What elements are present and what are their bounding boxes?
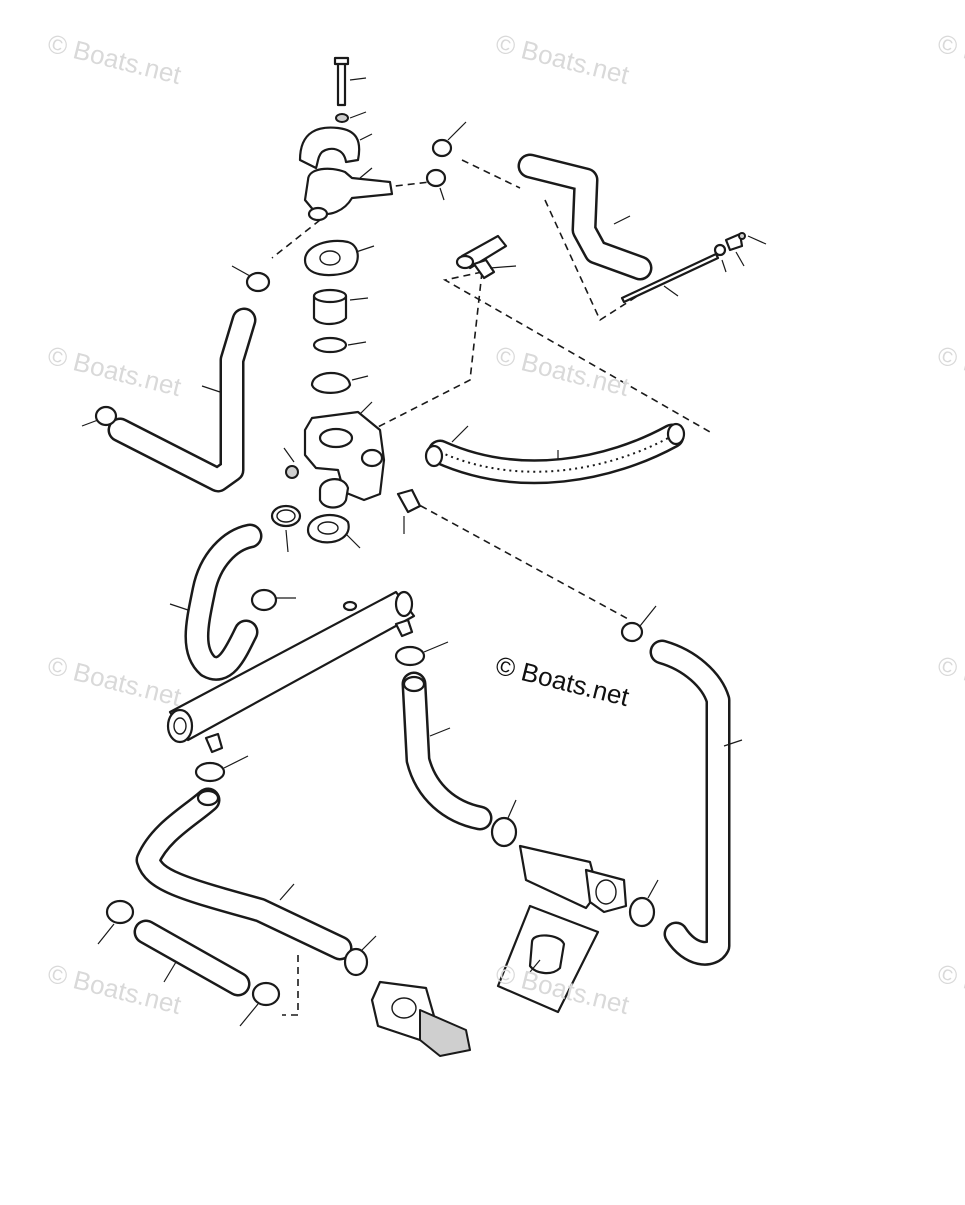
hose-upper-left (107, 307, 257, 493)
kit-packet (496, 904, 600, 1014)
hose-clamp (239, 981, 281, 1027)
seawater-pump (370, 980, 471, 1057)
hose-corrugated (424, 422, 686, 485)
drain-rod (620, 252, 720, 304)
hose-clamp (394, 641, 449, 667)
plug (283, 447, 299, 479)
hose-clamp (81, 405, 118, 427)
hose-lower-long (135, 787, 353, 961)
o-ring (312, 336, 367, 354)
hose-clamp (425, 168, 447, 201)
hose-long-right (649, 639, 743, 966)
hose-clamp (620, 605, 657, 643)
hose-clamp (270, 504, 302, 553)
gasket (303, 239, 375, 277)
sleeve (312, 288, 369, 326)
thermostat (310, 371, 369, 394)
hose-s-bend (169, 523, 263, 681)
mounting-bracket (298, 126, 373, 170)
hose-clamp (97, 899, 135, 945)
bolt (333, 56, 367, 107)
manifold-tube (166, 590, 416, 754)
ball-valve (713, 232, 767, 273)
tee-fitting (455, 234, 517, 280)
elbow-fitting (303, 167, 394, 222)
hose-clamp (194, 755, 249, 783)
hose-upper-right (517, 153, 653, 281)
washer (335, 111, 367, 123)
outlet-neck (318, 478, 350, 509)
hose-clamp (343, 935, 377, 977)
hose-clamp (250, 588, 296, 612)
hose-clamp (490, 799, 518, 848)
hose-short-straight (133, 919, 251, 997)
thermostat-housing (303, 401, 386, 502)
water-pump (518, 844, 628, 914)
nipple (396, 488, 422, 534)
hose-j-bend (401, 671, 493, 831)
hose-clamp (231, 265, 271, 293)
hose-clamp (628, 879, 659, 928)
hose-clamp (431, 121, 467, 158)
outlet-gasket (306, 513, 361, 549)
